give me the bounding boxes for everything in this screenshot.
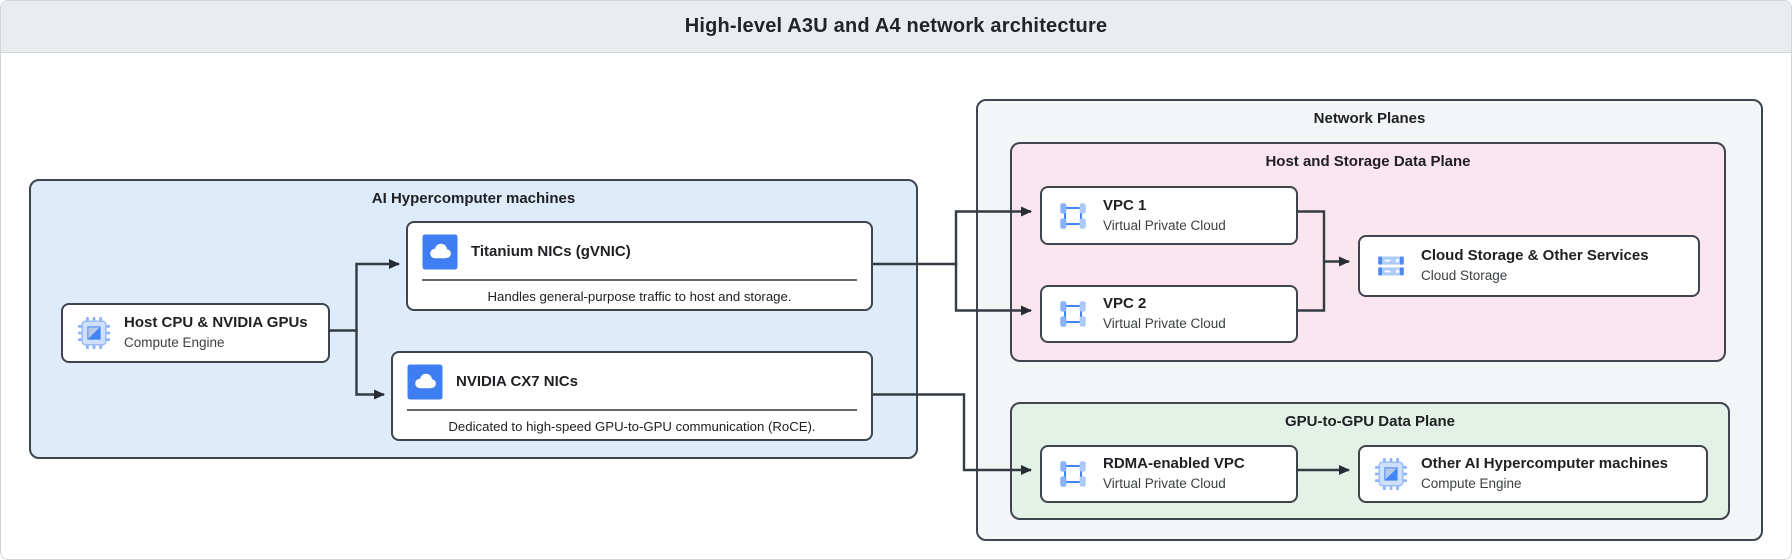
node-title: VPC 2 — [1103, 295, 1147, 313]
node-title: RDMA-enabled VPC — [1103, 455, 1245, 473]
group-label: Host and Storage Data Plane — [1265, 153, 1471, 170]
cloud-nic-icon — [422, 234, 458, 270]
node-subtitle: Virtual Private Cloud — [1103, 217, 1226, 233]
node-cloud-storage-services: Cloud Storage & Other Services Cloud Sto… — [1358, 235, 1700, 297]
node-nvidia-cx7-nics: NVIDIA CX7 NICs Dedicated to high-speed … — [391, 351, 873, 441]
node-title: NVIDIA CX7 NICs — [456, 372, 578, 390]
node-other-ai-hypercomputer-machines: Other AI Hypercomputer machines Compute … — [1358, 445, 1708, 503]
node-rdma-enabled-vpc: RDMA-enabled VPC Virtual Private Cloud — [1040, 445, 1298, 503]
cloud-nic-icon — [407, 364, 443, 400]
node-description: Dedicated to high-speed GPU-to-GPU commu… — [448, 419, 816, 434]
node-vpc-1: VPC 1 Virtual Private Cloud — [1040, 186, 1298, 245]
node-subtitle: Cloud Storage — [1421, 268, 1508, 284]
node-subtitle: Virtual Private Cloud — [1103, 476, 1226, 492]
node-subtitle: Compute Engine — [1421, 476, 1522, 492]
group-label: AI Hypercomputer machines — [371, 190, 576, 207]
vpc-icon — [1056, 297, 1090, 331]
group-gpu-to-gpu-data-plane: GPU-to-GPU Data Plane RDMA-enabled VPC — [1010, 402, 1730, 520]
cloud-storage-icon — [1374, 249, 1408, 283]
node-title: Titanium NICs (gVNIC) — [471, 242, 631, 260]
vpc-icon — [1056, 457, 1090, 491]
compute-engine-icon — [1374, 457, 1408, 491]
node-subtitle: Virtual Private Cloud — [1103, 316, 1226, 332]
vpc-icon — [1056, 199, 1090, 233]
node-title: Cloud Storage & Other Services — [1421, 247, 1649, 265]
node-host-cpu-gpus: Host CPU & NVIDIA GPUs Compute Engine — [61, 303, 330, 363]
title-bar: High-level A3U and A4 network architectu… — [1, 1, 1791, 53]
divider — [407, 409, 857, 411]
node-vpc-2: VPC 2 Virtual Private Cloud — [1040, 285, 1298, 343]
node-titanium-nics: Titanium NICs (gVNIC) Handles general-pu… — [406, 221, 873, 311]
diagram-canvas: AI Hypercomputer machines — [1, 53, 1791, 559]
divider — [422, 279, 857, 281]
group-ai-hypercomputer-machines: AI Hypercomputer machines — [29, 179, 918, 459]
group-host-storage-data-plane: Host and Storage Data Plane VPC 1 — [1010, 142, 1726, 362]
node-subtitle: Compute Engine — [124, 335, 225, 351]
node-title: Host CPU & NVIDIA GPUs — [124, 314, 308, 332]
page-title: High-level A3U and A4 network architectu… — [684, 15, 1108, 37]
node-title: VPC 1 — [1103, 196, 1147, 214]
group-label: Network Planes — [1313, 110, 1426, 127]
node-description: Handles general-purpose traffic to host … — [487, 289, 792, 304]
group-label: GPU-to-GPU Data Plane — [1284, 413, 1456, 430]
group-network-planes: Network Planes Host and Storage Data Pla… — [976, 99, 1763, 541]
node-title: Other AI Hypercomputer machines — [1421, 455, 1669, 473]
compute-engine-icon — [77, 316, 111, 350]
